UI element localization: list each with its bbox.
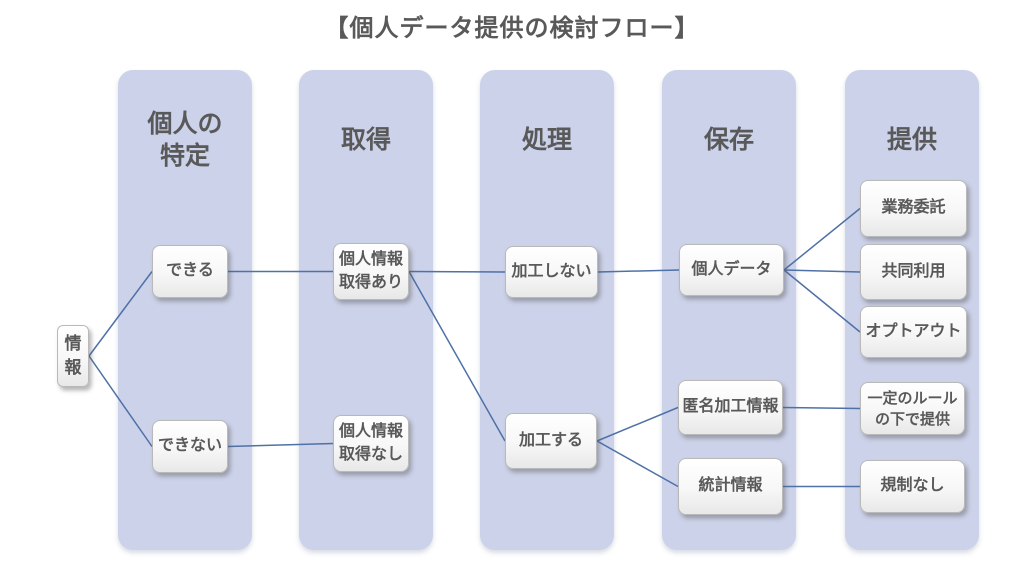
node-personal-info-not-acquired: 個人情報 取得なし — [333, 415, 409, 472]
column-header-storage: 保存 — [703, 125, 754, 154]
column-processing: 処理 — [480, 70, 614, 550]
column-header-identification: 個人の 特定 — [147, 109, 223, 171]
node-joint-use: 共同利用 — [860, 244, 967, 300]
node-outsourcing: 業務委託 — [860, 180, 967, 237]
node-no-regulation: 規制なし — [860, 460, 965, 513]
node-information: 情 報 — [57, 325, 89, 387]
node-identifiable-no: できない — [152, 420, 228, 473]
column-header-acquisition: 取得 — [340, 125, 391, 154]
diagram-title: 【個人データ提供の検討フロー】 — [324, 15, 700, 42]
column-header-processing: 処理 — [521, 125, 572, 154]
node-statistical-info: 統計情報 — [678, 458, 783, 515]
column-acquisition: 取得 — [299, 70, 433, 550]
node-provided-under-rules: 一定のルール の下で提供 — [860, 382, 965, 435]
node-not-processed: 加工しない — [505, 246, 598, 298]
node-anonymized-info: 匿名加工情報 — [678, 380, 783, 435]
node-personal-info-acquired: 個人情報 取得あり — [333, 243, 409, 300]
node-opt-out: オプトアウト — [860, 306, 967, 358]
column-header-provision: 提供 — [886, 125, 937, 154]
node-processed: 加工する — [505, 413, 597, 469]
column-identification: 個人の 特定 — [118, 70, 252, 550]
node-identifiable-yes: できる — [152, 245, 228, 298]
node-personal-data: 個人データ — [679, 244, 784, 296]
